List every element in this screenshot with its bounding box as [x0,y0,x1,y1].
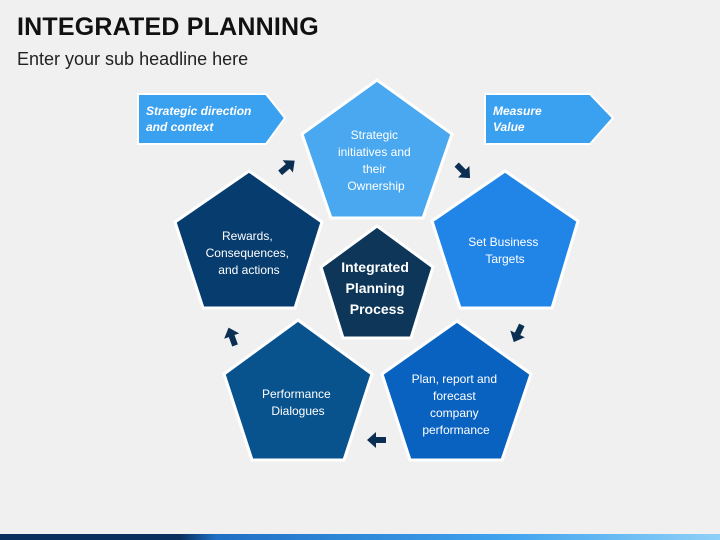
step-set-business-targets: Set Business Targets [430,169,580,310]
flow-arrow-icon [278,160,295,176]
step-label-line: their [363,162,386,176]
step-label-line: company [430,406,479,420]
step-label: Plan, report and forecast company perfor… [412,372,501,437]
flow-arrow-icon [224,327,240,347]
callout-shape [484,93,615,145]
center-node: Integrated Planning Process [319,224,435,340]
flow-arrow-icon [454,162,471,179]
footer-gradient-bar [0,534,720,540]
slide-title: INTEGRATED PLANNING [17,13,319,41]
flow-arrow-icon [510,323,525,343]
callout-label-line: and context [146,120,214,134]
step-pentagon [222,318,374,462]
step-label-line: initiatives and [338,145,411,159]
center-pentagon [319,224,435,340]
step-label-line: forecast [433,389,476,403]
step-label-line: Ownership [347,179,405,193]
step-rewards-consequences: Rewards, Consequences, and actions [173,169,324,310]
step-label-line: performance [422,423,490,437]
callout-label-line: Value [493,120,525,134]
step-label: Strategic initiatives and their Ownershi… [338,128,414,193]
flow-arrow-icon [367,432,386,448]
flow-arrows [224,160,525,448]
callout-label-line: Measure [493,104,542,118]
center-label-line: Process [350,301,405,317]
callout-label: Strategic direction and context [146,104,255,134]
step-label: Set Business Targets [468,235,541,266]
center-label-line: Planning [345,280,404,296]
step-label-line: Dialogues [271,404,324,418]
step-label-line: Consequences, [206,246,289,260]
step-label-line: Plan, report and [412,372,497,386]
step-pentagon [300,78,454,220]
step-pentagon [380,319,533,462]
step-pentagon [173,169,324,310]
step-label: Performance Dialogues [262,387,334,418]
center-label: Integrated Planning Process [341,259,413,317]
step-label-line: Strategic [351,128,398,142]
callout-label-line: Strategic direction [146,104,251,118]
step-pentagon [430,169,580,310]
step-label-line: Performance [262,387,331,401]
step-plan-report-forecast: Plan, report and forecast company perfor… [380,319,533,462]
callout-shape [137,93,287,145]
step-strategic-initiatives: Strategic initiatives and their Ownershi… [300,78,454,220]
step-label-line: and actions [218,263,279,277]
step-performance-dialogues: Performance Dialogues [222,318,374,462]
callout-label: Measure Value [493,104,545,134]
step-label-line: Set Business [468,235,538,249]
step-label-line: Targets [485,252,524,266]
callout-measure-value: Measure Value [484,93,615,145]
step-label-line: Rewards, [222,229,273,243]
center-label-line: Integrated [341,259,409,275]
callout-strategic-direction: Strategic direction and context [137,93,287,145]
slide-subtitle: Enter your sub headline here [17,49,249,69]
step-label: Rewards, Consequences, and actions [206,229,293,277]
